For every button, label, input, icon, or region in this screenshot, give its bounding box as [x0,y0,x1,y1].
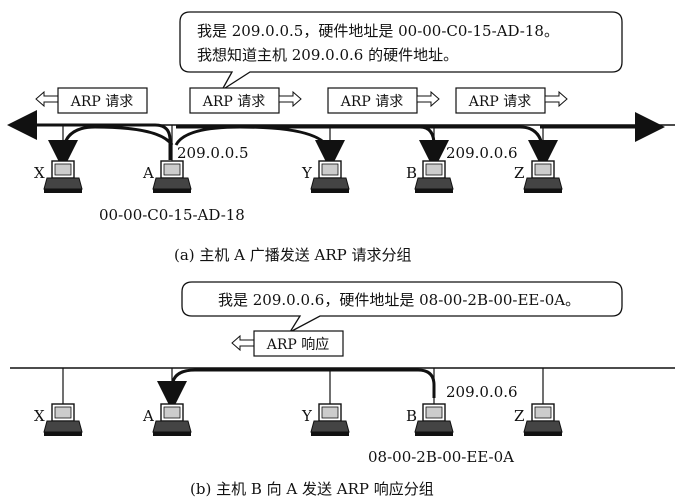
arp-request-packet-left: ARP 请求 [35,87,148,114]
mac-a-label: 00-00-C0-15-AD-18 [99,206,245,224]
host-b-label: B [406,164,417,182]
host-y-label: Y [301,407,313,425]
speech-a-line2: 我想知道主机 209.0.0.6 的硬件地址。 [197,46,458,64]
arp-response-label: ARP 响应 [266,336,330,353]
host-z-label: Z [514,407,524,425]
arp-request-packet-4: ARP 请求 [455,87,568,114]
broadcast-arrows [6,110,665,170]
host-a-b [152,403,192,437]
speech-b-line1: 我是 209.0.0.6，硬件地址是 08-00-2B-00-EE-0A。 [218,291,580,309]
host-x-label: X [34,407,45,425]
arp-request-label: ARP 请求 [70,94,134,110]
mac-b-label: 08-00-2B-00-EE-0A [368,448,514,466]
host-y-label: Y [301,164,313,182]
caption-b: (b) 主机 B 向 A 发送 ARP 响应分组 [190,480,434,498]
host-y-a [310,160,350,194]
speech-bubble-a: 我是 209.0.0.5，硬件地址是 00-00-C0-15-AD-18。 我想… [179,11,623,91]
host-z-label: Z [514,164,524,182]
arp-request-label: ARP 请求 [468,94,532,110]
network-bus-b [10,367,675,410]
ip-b-label: 209.0.0.6 [446,144,518,162]
host-a-label: A [142,407,154,425]
arp-request-label: ARP 请求 [340,94,404,110]
host-b-label: B [406,407,417,425]
host-x-label: X [34,164,45,182]
arp-request-packet-3: ARP 请求 [327,87,440,114]
host-a-a [152,160,192,194]
host-x-a [43,160,83,194]
host-z-b [523,403,563,437]
host-x-b [43,403,83,437]
host-b-b [414,403,454,437]
network-bus-a [10,124,675,167]
host-b-a [414,160,454,194]
caption-a: (a) 主机 A 广播发送 ARP 请求分组 [174,246,412,264]
host-a-label: A [142,164,154,182]
host-z-a [523,160,563,194]
ip-a-label: 209.0.0.5 [177,144,249,162]
ip-b-label: 209.0.0.6 [446,383,518,401]
arp-response-packet: ARP 响应 [231,330,344,357]
arp-request-label: ARP 请求 [202,94,266,110]
response-arrow [157,368,436,411]
arp-request-packet-2: ARP 请求 [189,87,302,114]
speech-a-line1: 我是 209.0.0.5，硬件地址是 00-00-C0-15-AD-18。 [197,22,559,40]
speech-bubble-b: 我是 209.0.0.6，硬件地址是 08-00-2B-00-EE-0A。 [181,281,623,334]
host-y-b [310,403,350,437]
